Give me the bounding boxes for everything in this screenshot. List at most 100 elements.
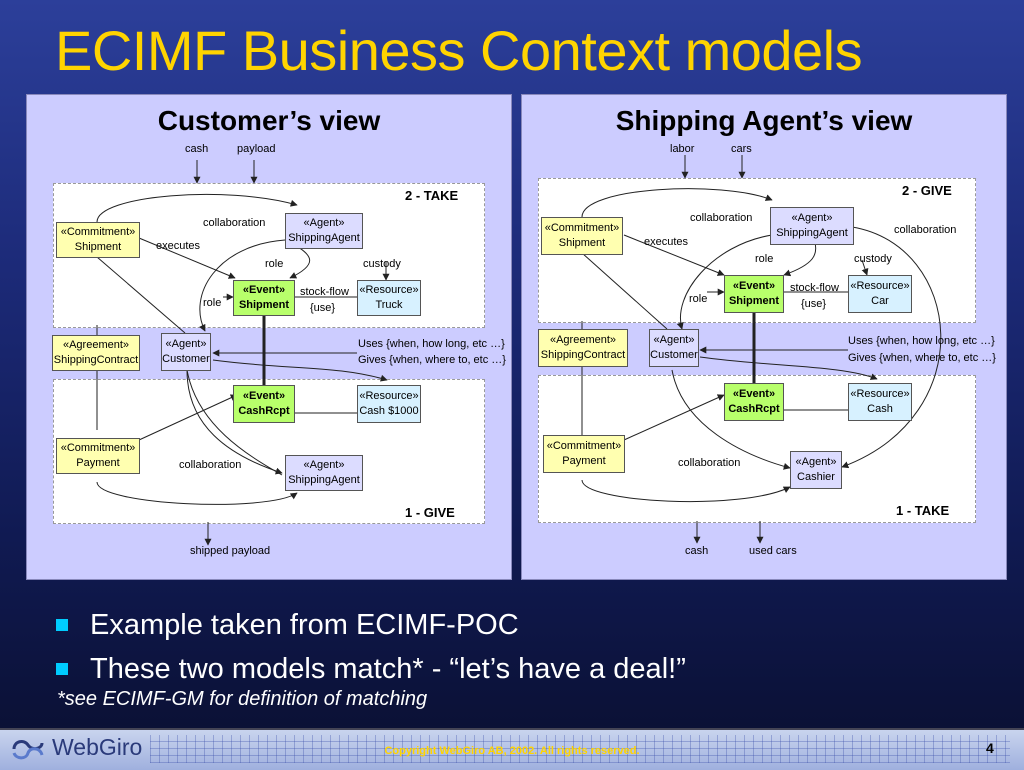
use-label: {use} (801, 298, 827, 310)
input-labor-label: labor (670, 143, 695, 155)
webgiro-logo-icon (12, 740, 44, 760)
input-payload-label: payload (237, 143, 276, 155)
custody-label: custody (854, 253, 892, 265)
stock-flow-label: stock-flow (790, 282, 839, 294)
stereotype: «Resource» (359, 390, 419, 402)
event-shipment-box: «Event» Shipment (233, 280, 295, 316)
collaboration-top-label: collaboration (203, 217, 266, 229)
commitment-shipment-box: «Commitment» Shipment (56, 222, 140, 258)
stereotype: «Commitment» (546, 440, 622, 452)
take-region-label: 1 - TAKE (896, 503, 950, 518)
input-cars-label: cars (731, 143, 752, 155)
box-name: ShippingContract (540, 349, 626, 361)
box-name: ShippingContract (53, 354, 139, 366)
box-name: Shipment (74, 241, 122, 253)
resource-cash-box: «Resource» Cash $1000 (357, 385, 421, 423)
uses-label: Uses {when, how long, etc …} (358, 338, 505, 350)
stereotype: «Agent» (303, 459, 345, 471)
box-name: ShippingAgent (776, 227, 848, 239)
box-name: ShippingAgent (288, 474, 360, 486)
box-name: CashRcpt (728, 403, 780, 415)
bullet-item: Example taken from ECIMF-POC (56, 603, 686, 647)
bullet-square-icon (56, 619, 68, 631)
stereotype: «Event» (242, 284, 286, 296)
box-name: Cash $1000 (359, 405, 419, 417)
stereotype: «Agent» (791, 212, 833, 224)
footnote: *see ECIMF-GM for definition of matching (57, 688, 428, 710)
stereotype: «Commitment» (544, 222, 620, 234)
customer-view-title: Customer’s view (157, 105, 381, 136)
stereotype: «Resource» (850, 388, 910, 400)
box-name: Customer (650, 349, 698, 361)
stereotype: «Agent» (303, 217, 345, 229)
bullet-item: These two models match* - “let’s have a … (56, 647, 686, 691)
use-label: {use} (310, 302, 336, 314)
copyright-text: Copyright WebGiro AB, 2002. All rights r… (384, 745, 640, 757)
stereotype: «Commitment» (60, 442, 136, 454)
bullet-text: These two models match* - “let’s have a … (90, 652, 686, 685)
collaboration-bottom-label: collaboration (678, 457, 741, 469)
agent-shipping-agent-bottom-box: «Agent» ShippingAgent (285, 455, 363, 491)
box-name: Shipment (238, 299, 290, 311)
box-name: CashRcpt (238, 405, 290, 417)
box-name: Payment (562, 455, 606, 467)
uses-label: Uses {when, how long, etc …} (848, 335, 995, 347)
collaboration-right-label: collaboration (894, 224, 957, 236)
event-cashrcpt-box: «Event» CashRcpt (233, 385, 295, 423)
box-name: Cashier (797, 471, 835, 483)
output-used-cars-label: used cars (749, 545, 797, 557)
stereotype: «Agreement» (62, 339, 130, 351)
stereotype: «Agreement» (549, 334, 617, 346)
box-name: Customer (162, 353, 210, 365)
box-name: Payment (76, 457, 120, 469)
footer-grid-decoration (150, 735, 1010, 763)
give-region-label: 2 - GIVE (902, 183, 952, 198)
agent-shipping-agent-box: «Agent» ShippingAgent (770, 207, 854, 245)
stereotype: «Event» (242, 390, 286, 402)
stereotype: «Event» (732, 280, 776, 292)
agent-customer-box: «Agent» Customer (649, 329, 699, 367)
input-cash-label: cash (185, 143, 209, 155)
executes-label: executes (644, 236, 689, 248)
shipping-agent-view-panel: Shipping Agent’s view (521, 94, 1007, 580)
stereotype: «Agent» (165, 338, 207, 350)
stock-flow-label: stock-flow (300, 286, 349, 298)
stereotype: «Resource» (850, 280, 910, 292)
stereotype: «Agent» (795, 456, 837, 468)
box-name: Cash (867, 403, 893, 415)
resource-car-box: «Resource» Car (848, 275, 912, 313)
give-region-label: 1 - GIVE (405, 505, 455, 520)
gives-label: Gives {when, where to, etc …} (848, 352, 996, 364)
box-name: Truck (375, 299, 403, 311)
box-name: Shipment (558, 237, 606, 249)
bullet-square-icon (56, 663, 68, 675)
agreement-shipping-contract-box: «Agreement» ShippingContract (52, 335, 140, 371)
event-cashrcpt-box: «Event» CashRcpt (724, 383, 784, 421)
stereotype: «Commitment» (60, 226, 136, 238)
event-shipment-box: «Event» Shipment (724, 275, 784, 313)
webgiro-logo-text: WebGiro (52, 734, 143, 760)
custody-label: custody (363, 258, 401, 270)
output-shipped-payload-label: shipped payload (190, 545, 271, 557)
commitment-shipment-box: «Commitment» Shipment (541, 217, 623, 255)
gives-label: Gives {when, where to, etc …} (358, 354, 506, 366)
footer-bar (0, 728, 1024, 770)
commitment-payment-box: «Commitment» Payment (543, 435, 625, 473)
executes-label: executes (156, 240, 201, 252)
stereotype: «Event» (732, 388, 776, 400)
shipping-agent-view-title: Shipping Agent’s view (615, 105, 913, 136)
resource-cash-box: «Resource» Cash (848, 383, 912, 421)
commitment-payment-box: «Commitment» Payment (56, 438, 140, 474)
customer-view-panel: Customer’s view (26, 94, 512, 580)
agreement-shipping-contract-box: «Agreement» ShippingContract (538, 329, 628, 367)
role-left-label: role (689, 293, 708, 305)
slide-title: ECIMF Business Context models (55, 19, 863, 82)
bullet-list: Example taken from ECIMF-POC These two m… (56, 603, 686, 691)
collaboration-top-label: collaboration (690, 212, 753, 224)
agent-shipping-agent-box: «Agent» ShippingAgent (285, 213, 363, 249)
box-name: Car (871, 295, 889, 307)
take-region-label: 2 - TAKE (405, 188, 459, 203)
agent-customer-box: «Agent» Customer (161, 333, 211, 371)
bullet-text: Example taken from ECIMF-POC (90, 608, 519, 641)
role-left-label: role (203, 297, 222, 309)
